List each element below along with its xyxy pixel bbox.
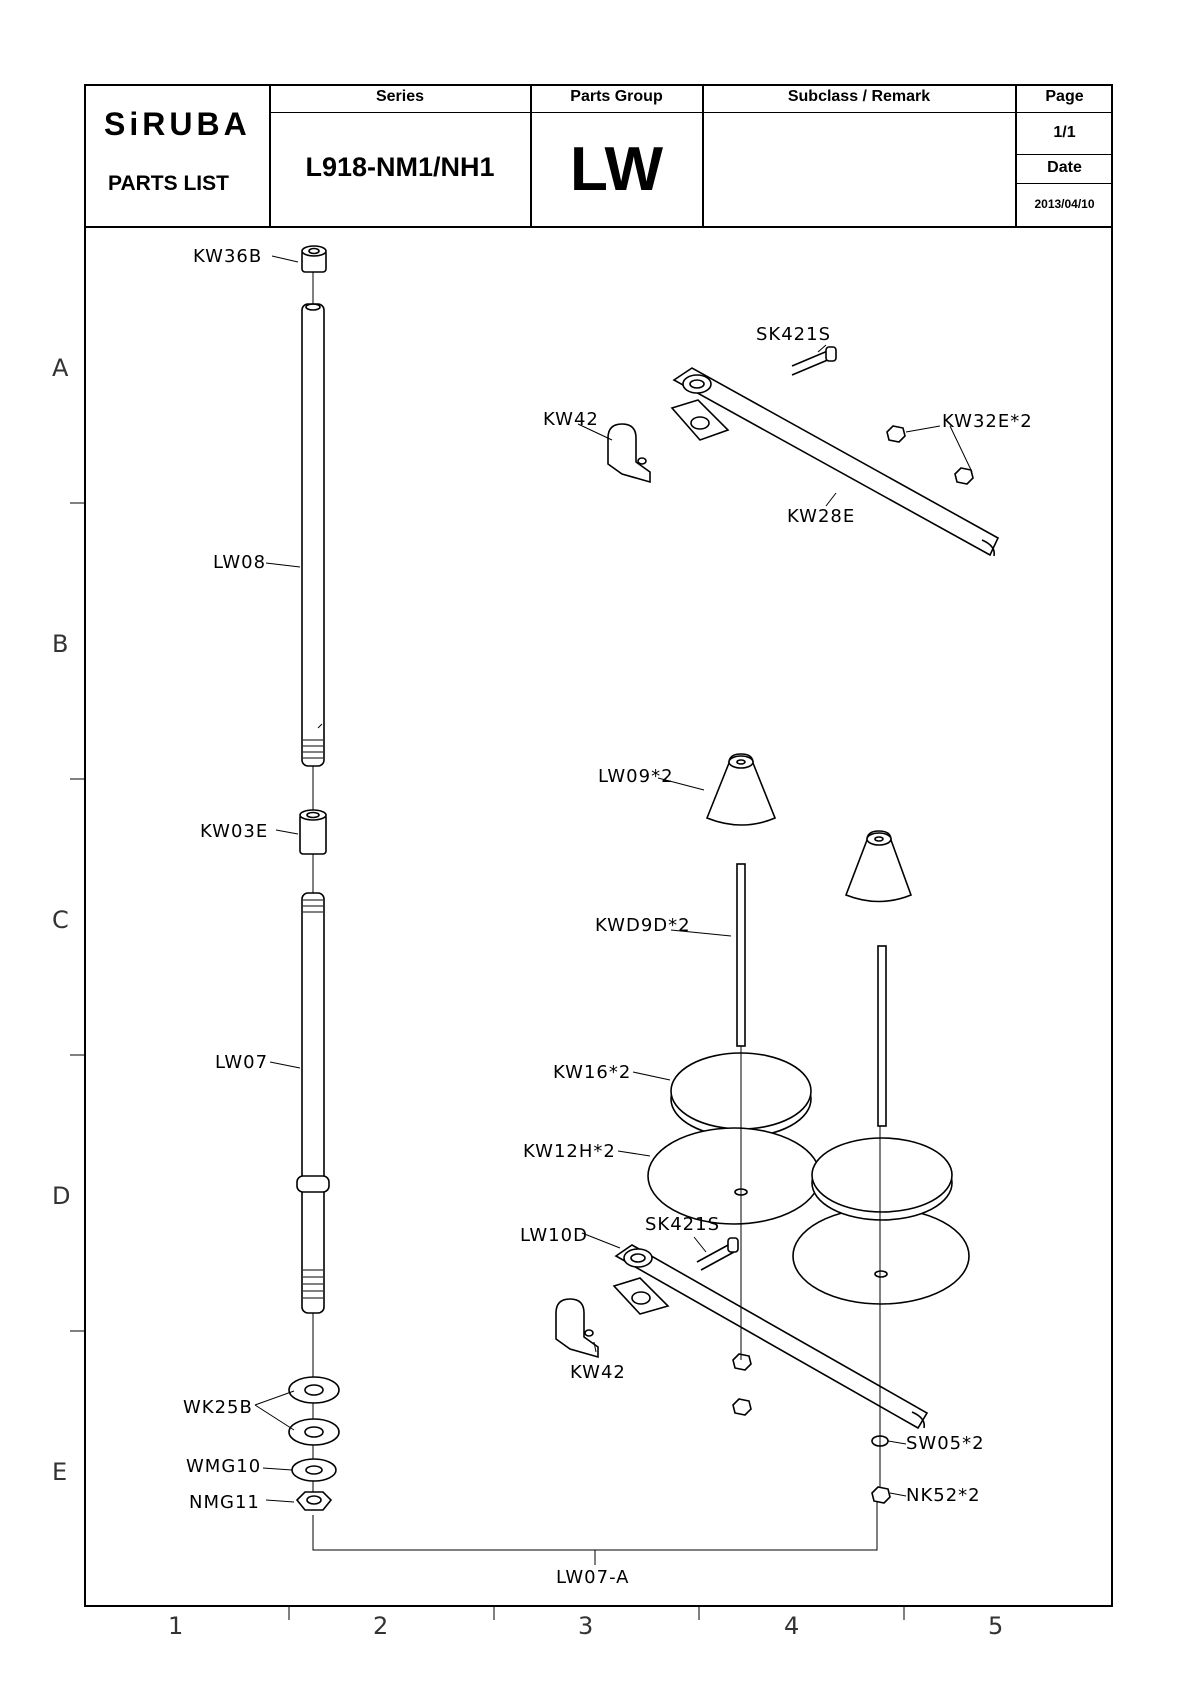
label-kw03e: KW03E: [200, 821, 268, 842]
spool-pin-kwd9d-2: [878, 946, 886, 1126]
spool-holder-lw09-2: [846, 831, 911, 902]
label-kw28e: KW28E: [787, 506, 855, 527]
label-nmg11: NMG11: [189, 1492, 260, 1513]
pipe-lw08: [302, 304, 324, 766]
label-sk421s-top: SK421S: [756, 324, 831, 345]
label-wmg10: WMG10: [186, 1456, 261, 1477]
label-kw36b: KW36B: [193, 246, 262, 267]
disc-kw16-2: [812, 1138, 952, 1220]
pipe-lw07: [297, 893, 329, 1313]
spool-pin-kwd9d-1: [737, 864, 745, 1046]
screw-sk421s-top: [792, 347, 836, 375]
washer-wk25b: [289, 1377, 339, 1445]
nut-nmg11: [297, 1492, 331, 1510]
label-wk25b: WK25B: [183, 1397, 253, 1418]
label-lw08: LW08: [213, 552, 266, 573]
washer-wmg10: [292, 1459, 336, 1481]
label-kw12h: KW12H*2: [523, 1141, 616, 1162]
label-lw10d: LW10D: [520, 1225, 588, 1246]
disc-kw12h-1: [648, 1128, 820, 1224]
disc-kw12h-2: [793, 1208, 969, 1304]
nut-kw32e: [887, 426, 973, 484]
label-kw16: KW16*2: [553, 1062, 631, 1083]
cap-kw36b: [302, 246, 326, 272]
arm-kw28e: [672, 368, 998, 556]
screw-sk421s-bottom: [697, 1238, 738, 1270]
nuts-under-arm: [733, 1354, 890, 1503]
clamp-kw42-top: [608, 424, 650, 482]
label-kw42-top: KW42: [543, 409, 599, 430]
label-lw07-a: LW07-A: [556, 1567, 630, 1588]
coupling-kw03e: [300, 810, 326, 854]
label-sk421s-bottom: SK421S: [645, 1214, 720, 1235]
nut-nk52: [872, 1487, 890, 1503]
label-lw07: LW07: [215, 1052, 268, 1073]
spool-holder-lw09-1: [707, 754, 775, 825]
label-lw09: LW09*2: [598, 766, 674, 787]
label-kw42-bottom: KW42: [570, 1362, 626, 1383]
clamp-kw42-bottom: [556, 1299, 598, 1357]
label-sw05: SW05*2: [906, 1433, 985, 1454]
label-kwd9d: KWD9D*2: [595, 915, 691, 936]
label-kw32e: KW32E*2: [942, 411, 1033, 432]
label-nk52: NK52*2: [906, 1485, 981, 1506]
